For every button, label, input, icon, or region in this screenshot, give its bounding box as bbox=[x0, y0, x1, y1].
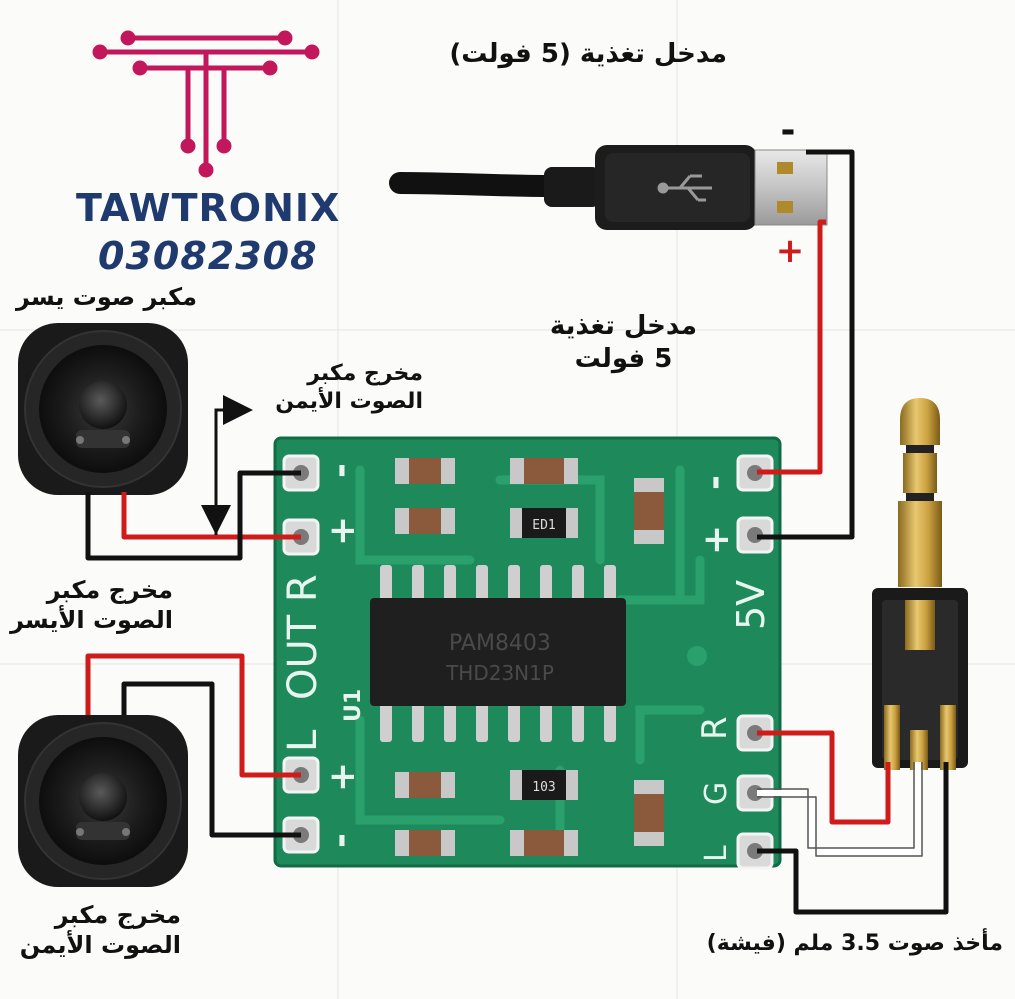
smd-label-ed1: ED1 bbox=[532, 518, 555, 533]
audio-jack-label: مأخذ صوت 3.5 ملم (فيشة) bbox=[706, 931, 1003, 956]
usb-symbol-icon bbox=[657, 174, 712, 202]
brand-name: TAWTRONIX bbox=[76, 186, 341, 230]
chip-pins-top bbox=[380, 565, 616, 605]
silk-pin-g: G bbox=[699, 782, 734, 805]
power-input-line2: 5 فولت bbox=[574, 343, 673, 374]
speaker-icon bbox=[18, 715, 188, 887]
left-output-line1: مخرج مكبر bbox=[46, 576, 173, 604]
left-output-label: مخرج مكبر الصوت الأيسر bbox=[10, 575, 173, 635]
right-output-label-bottom: مخرج مكبر الصوت الأيمن bbox=[20, 900, 181, 960]
left-output-line2: الصوت الأيسر bbox=[10, 606, 173, 634]
chip-label-code: THD23N1P bbox=[445, 661, 554, 685]
right-output-label: مخرج مكبر الصوت الأيمن bbox=[275, 360, 423, 415]
smd-capacitor bbox=[510, 458, 578, 484]
silk-pin-l: L bbox=[699, 845, 734, 862]
silk-pad-plus-right: + bbox=[696, 525, 737, 555]
wire-red-usb-plus bbox=[757, 219, 826, 475]
smd-resistor-103: 103 bbox=[510, 770, 578, 800]
arrow-icon bbox=[201, 395, 253, 535]
speaker-left-title: مكبر صوت يسر bbox=[16, 283, 197, 311]
wire-jack-g-outline bbox=[757, 762, 923, 857]
smd-capacitor bbox=[395, 458, 455, 484]
smd-capacitor bbox=[634, 780, 664, 846]
chip-pins-bottom bbox=[380, 700, 616, 742]
wire-left-speaker bbox=[85, 470, 301, 561]
wire-jack-g bbox=[757, 762, 921, 855]
wire-black-usb-minus bbox=[757, 149, 855, 540]
silk-pad-minus-top: - bbox=[320, 463, 361, 478]
usb-minus-sign: - bbox=[781, 110, 796, 151]
brand-phone: 03082308 bbox=[98, 234, 318, 278]
right-output-line2: الصوت الأيمن bbox=[275, 388, 423, 414]
smd-capacitor bbox=[395, 830, 455, 856]
silk-pin-r: R bbox=[695, 716, 735, 740]
right-output-line1: مخرج مكبر bbox=[307, 361, 423, 386]
wire-jack-l bbox=[757, 762, 949, 915]
smd-capacitor bbox=[395, 508, 455, 534]
smd-capacitor bbox=[395, 772, 455, 798]
silk-pad-plus-bottom: + bbox=[322, 762, 363, 792]
usb-plug-icon bbox=[389, 145, 828, 230]
silk-pad-plus-top: + bbox=[322, 516, 363, 546]
right-output2-line1: مخرج مكبر bbox=[54, 901, 181, 929]
circuit-t-logo bbox=[92, 30, 320, 178]
silk-pad-minus-right: - bbox=[694, 475, 735, 490]
silk-5v: 5V bbox=[729, 580, 773, 630]
power-input-title: مدخل تغذية (5 فولت) bbox=[449, 39, 727, 69]
silk-out-r: OUT R bbox=[280, 574, 326, 700]
speaker-icon bbox=[18, 323, 188, 495]
chip-label-model: PAM8403 bbox=[449, 631, 551, 656]
smd-label-103: 103 bbox=[532, 780, 555, 795]
wire-jack-r bbox=[757, 730, 891, 825]
smd-capacitor bbox=[510, 830, 578, 856]
silk-l: L bbox=[280, 729, 326, 752]
right-output2-line2: الصوت الأيمن bbox=[19, 931, 181, 959]
silk-u1: U1 bbox=[341, 689, 366, 722]
power-input-line1: مدخل تغذية bbox=[549, 311, 697, 341]
smd-capacitor bbox=[634, 478, 664, 544]
smd-resistor-ed1: ED1 bbox=[510, 508, 578, 538]
wire-right-speaker bbox=[85, 653, 301, 838]
audio-jack-icon bbox=[872, 398, 968, 770]
silk-pad-minus-bottom: - bbox=[320, 833, 361, 848]
usb-plus-sign: + bbox=[776, 231, 805, 271]
power-input-label: مدخل تغذية 5 فولت bbox=[550, 310, 697, 375]
pam8403-chip: PAM8403 THD23N1P bbox=[370, 598, 626, 706]
pcb-board: ED1 103 bbox=[273, 436, 782, 870]
